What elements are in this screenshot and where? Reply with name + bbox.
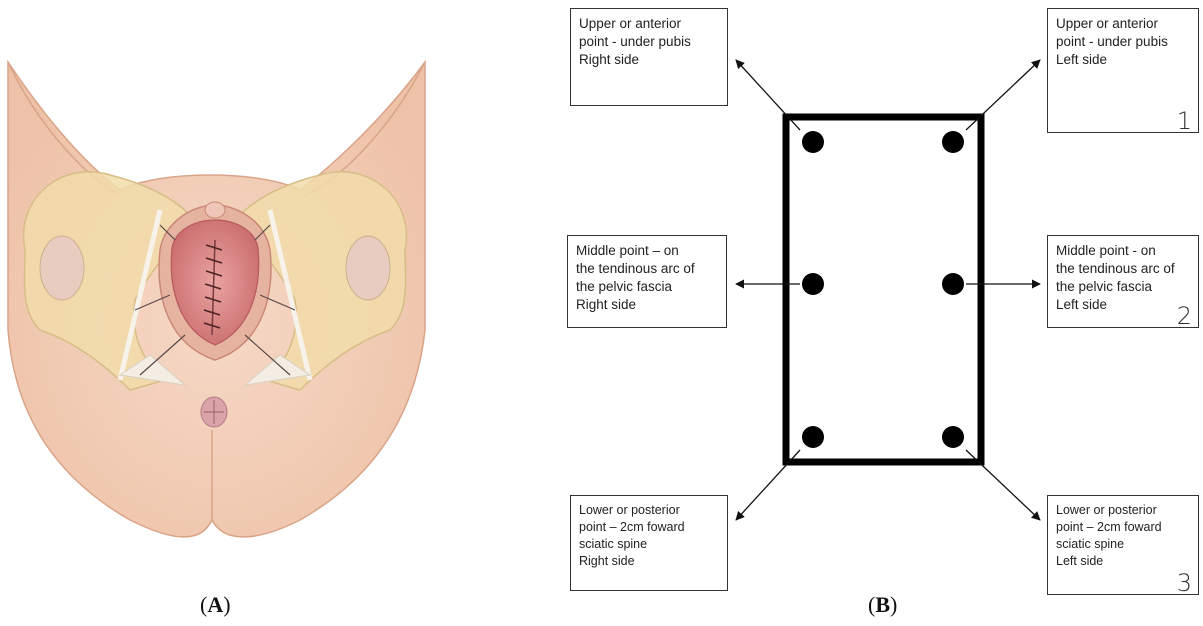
number-1: 1 xyxy=(1177,112,1192,130)
label-middle-right-side: Middle point – on the tendinous arc of t… xyxy=(567,235,727,328)
perineum-illustration xyxy=(0,0,430,560)
point-middle-right-side xyxy=(802,273,824,295)
caption-panel-a: (A) xyxy=(200,592,231,618)
point-lower-left-side xyxy=(942,426,964,448)
point-lower-right-side xyxy=(802,426,824,448)
label-lower-left-side: Lower or posterior point – 2cm foward sc… xyxy=(1047,495,1199,595)
number-2: 2 xyxy=(1177,307,1192,325)
point-middle-left-side xyxy=(942,273,964,295)
point-upper-right-side xyxy=(802,131,824,153)
label-upper-left-side: Upper or anterior point - under pubis Le… xyxy=(1047,8,1199,133)
label-upper-right-side: Upper or anterior point - under pubis Ri… xyxy=(570,8,728,106)
number-3: 3 xyxy=(1177,575,1192,592)
arrow-lower-left xyxy=(966,450,1040,520)
arrow-lower-right xyxy=(736,450,800,520)
mesh-rectangle xyxy=(786,117,981,462)
label-middle-left-side: Middle point - on the tendinous arc of t… xyxy=(1047,235,1199,328)
arrow-upper-right xyxy=(736,60,800,130)
label-lower-right-side: Lower or posterior point – 2cm foward sc… xyxy=(570,495,728,591)
arrow-upper-left xyxy=(966,60,1040,130)
point-upper-left-side xyxy=(942,131,964,153)
caption-panel-b: (B) xyxy=(868,592,897,618)
